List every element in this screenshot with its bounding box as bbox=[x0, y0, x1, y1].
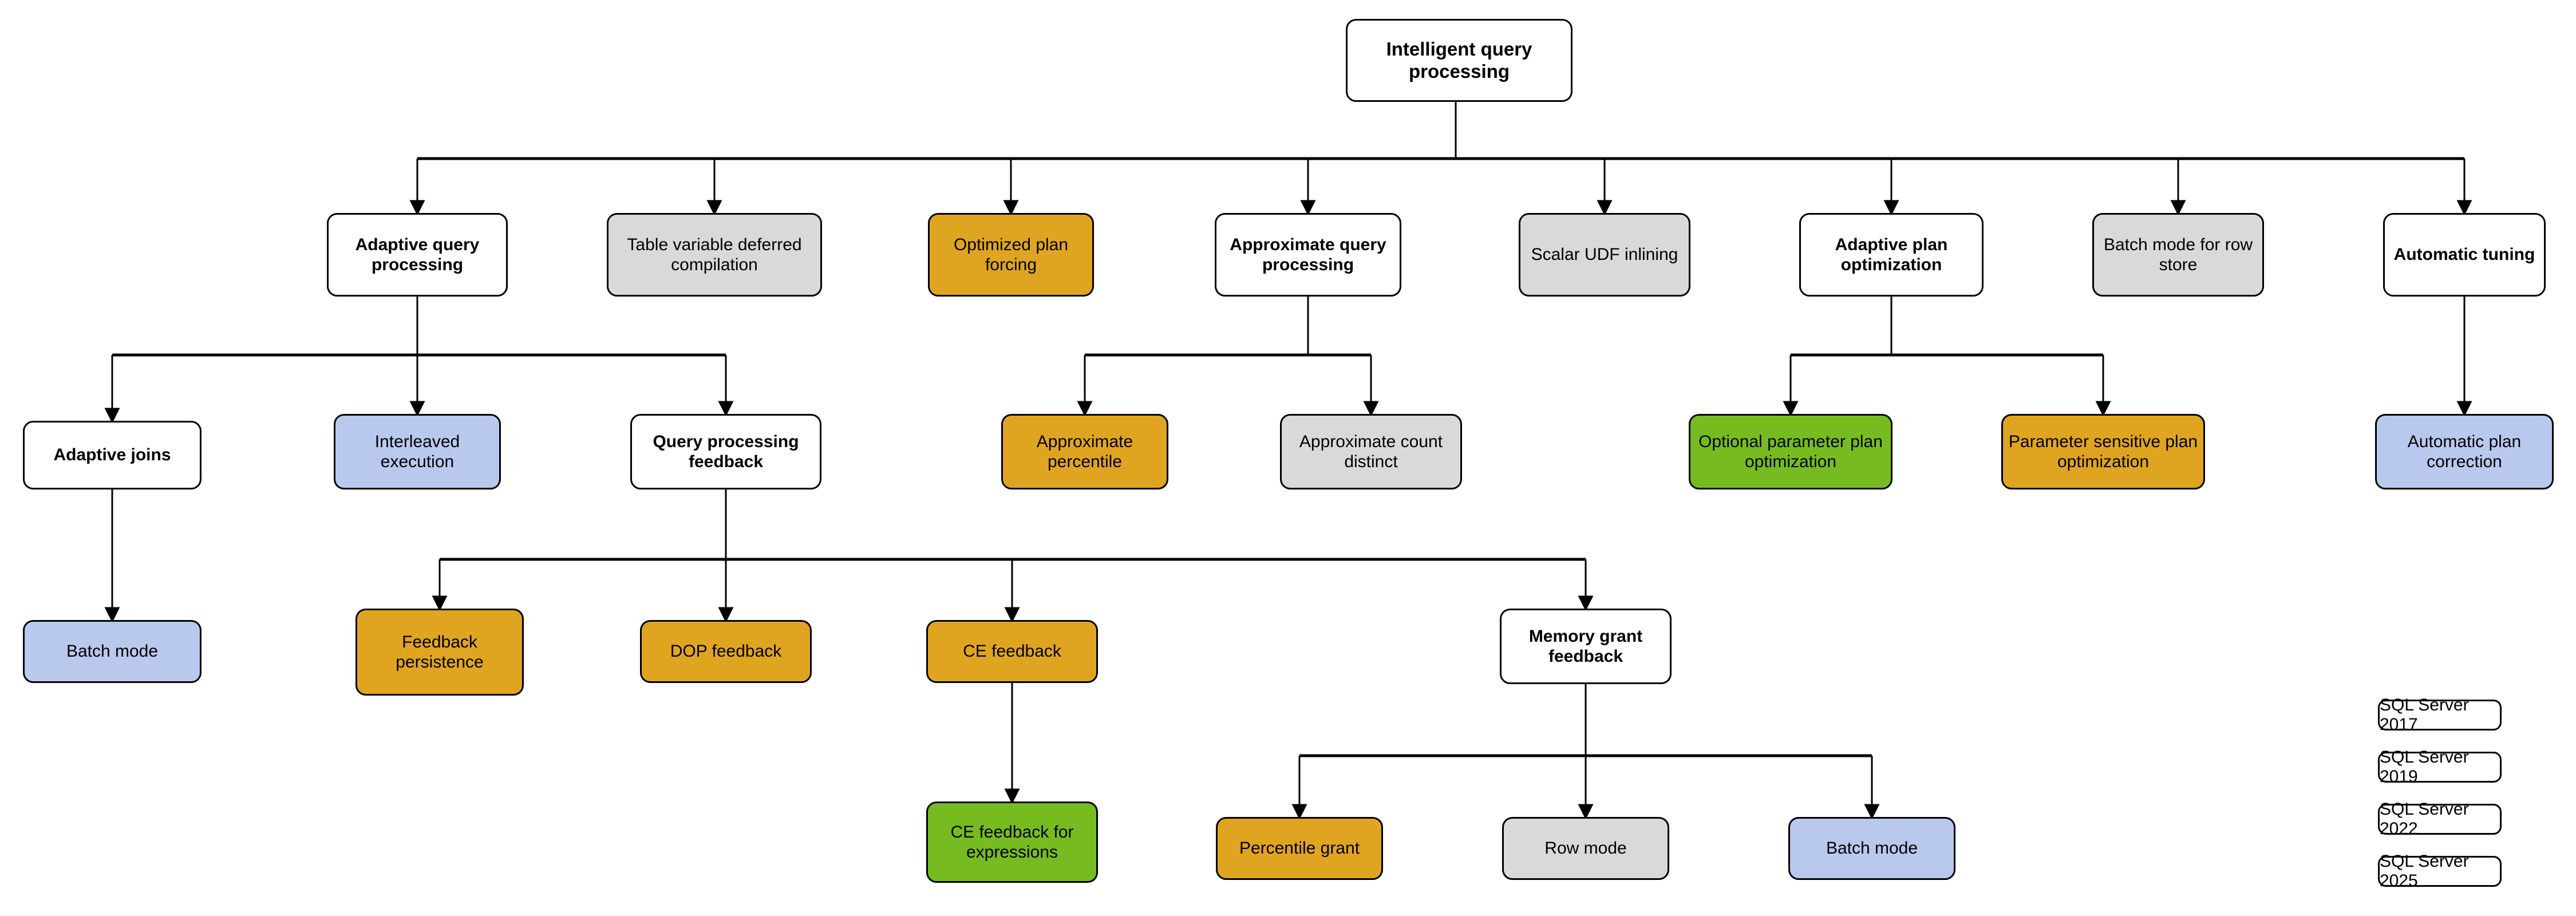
node-label: Memory grant feedback bbox=[1528, 626, 1643, 666]
node-ce-feedback-for-expressions[interactable]: CE feedback for expressions bbox=[926, 802, 1098, 883]
node-adaptive-query-processing[interactable]: Adaptive query processing bbox=[327, 213, 508, 297]
node-approximate-count-distinct[interactable]: Approximate count distinct bbox=[1280, 414, 1462, 489]
node-optimized-plan-forcing[interactable]: Optimized plan forcing bbox=[928, 213, 1094, 297]
node-dop-feedback[interactable]: DOP feedback bbox=[640, 620, 812, 683]
node-automatic-tuning[interactable]: Automatic tuning bbox=[2383, 213, 2546, 297]
node-label: Table variable deferred compilation bbox=[627, 235, 802, 274]
node-label: Adaptive joins bbox=[53, 445, 171, 465]
node-label: Scalar UDF inlining bbox=[1531, 245, 1678, 264]
node-memory-grant-feedback[interactable]: Memory grant feedback bbox=[1500, 609, 1672, 684]
node-ce-feedback[interactable]: CE feedback bbox=[926, 620, 1098, 683]
node-row-mode[interactable]: Row mode bbox=[1502, 817, 1669, 880]
node-feedback-persistence[interactable]: Feedback persistence bbox=[355, 609, 524, 696]
node-label: Intelligent query processing bbox=[1386, 38, 1532, 82]
legend-item-sql-server-2019: SQL Server 2019 bbox=[2378, 748, 2502, 786]
node-label: Interleaved execution bbox=[374, 432, 460, 471]
node-label: Approximate percentile bbox=[1036, 432, 1133, 471]
legend-label: SQL Server 2025 bbox=[2380, 852, 2469, 890]
node-label: Batch mode bbox=[66, 642, 159, 661]
node-batch-mode-memory-grant[interactable]: Batch mode bbox=[1788, 817, 1955, 880]
node-table-variable-deferred-compilation[interactable]: Table variable deferred compilation bbox=[607, 213, 822, 297]
legend-label: SQL Server 2022 bbox=[2380, 800, 2469, 838]
legend-item-sql-server-2022: SQL Server 2022 bbox=[2378, 800, 2502, 838]
node-label: DOP feedback bbox=[670, 642, 782, 661]
node-label: Percentile grant bbox=[1239, 839, 1360, 858]
node-label: Optimized plan forcing bbox=[953, 235, 1069, 274]
node-optional-parameter-plan-optimization[interactable]: Optional parameter plan optimization bbox=[1689, 414, 1893, 489]
node-adaptive-joins[interactable]: Adaptive joins bbox=[23, 421, 202, 489]
node-query-processing-feedback[interactable]: Query processing feedback bbox=[630, 414, 821, 489]
node-interleaved-execution[interactable]: Interleaved execution bbox=[334, 414, 501, 489]
node-label: Adaptive plan optimization bbox=[1835, 235, 1948, 274]
node-label: Automatic tuning bbox=[2393, 245, 2535, 264]
node-label: CE feedback bbox=[963, 642, 1061, 661]
legend-item-sql-server-2017: SQL Server 2017 bbox=[2378, 696, 2502, 734]
node-label: Adaptive query processing bbox=[355, 235, 480, 274]
node-label: Batch mode for row store bbox=[2103, 235, 2253, 274]
node-approximate-percentile[interactable]: Approximate percentile bbox=[1001, 414, 1168, 489]
node-parameter-sensitive-plan-optimization[interactable]: Parameter sensitive plan optimization bbox=[2001, 414, 2205, 489]
node-percentile-grant[interactable]: Percentile grant bbox=[1216, 817, 1383, 880]
node-batch-mode-adaptive-joins[interactable]: Batch mode bbox=[23, 620, 202, 683]
legend-item-sql-server-2025: SQL Server 2025 bbox=[2378, 852, 2502, 890]
node-label: Automatic plan correction bbox=[2407, 432, 2522, 471]
node-label: Query processing feedback bbox=[653, 432, 799, 471]
node-label: Parameter sensitive plan optimization bbox=[2008, 432, 2198, 471]
node-label: Approximate query processing bbox=[1230, 235, 1386, 274]
node-label: Approximate count distinct bbox=[1299, 432, 1443, 471]
legend-label: SQL Server 2019 bbox=[2380, 748, 2469, 786]
node-label: Feedback persistence bbox=[396, 632, 484, 672]
node-adaptive-plan-optimization[interactable]: Adaptive plan optimization bbox=[1799, 213, 1984, 297]
node-label: Row mode bbox=[1544, 839, 1627, 858]
node-label: Optional parameter plan optimization bbox=[1698, 432, 1883, 471]
node-label: Batch mode bbox=[1826, 839, 1918, 858]
node-automatic-plan-correction[interactable]: Automatic plan correction bbox=[2375, 414, 2554, 489]
node-batch-mode-for-row-store[interactable]: Batch mode for row store bbox=[2092, 213, 2264, 297]
node-approximate-query-processing[interactable]: Approximate query processing bbox=[1215, 213, 1401, 297]
node-intelligent-query-processing[interactable]: Intelligent query processing bbox=[1346, 19, 1573, 102]
node-scalar-udf-inlining[interactable]: Scalar UDF inlining bbox=[1519, 213, 1690, 297]
legend-label: SQL Server 2017 bbox=[2380, 696, 2469, 734]
node-label: CE feedback for expressions bbox=[950, 822, 1074, 862]
